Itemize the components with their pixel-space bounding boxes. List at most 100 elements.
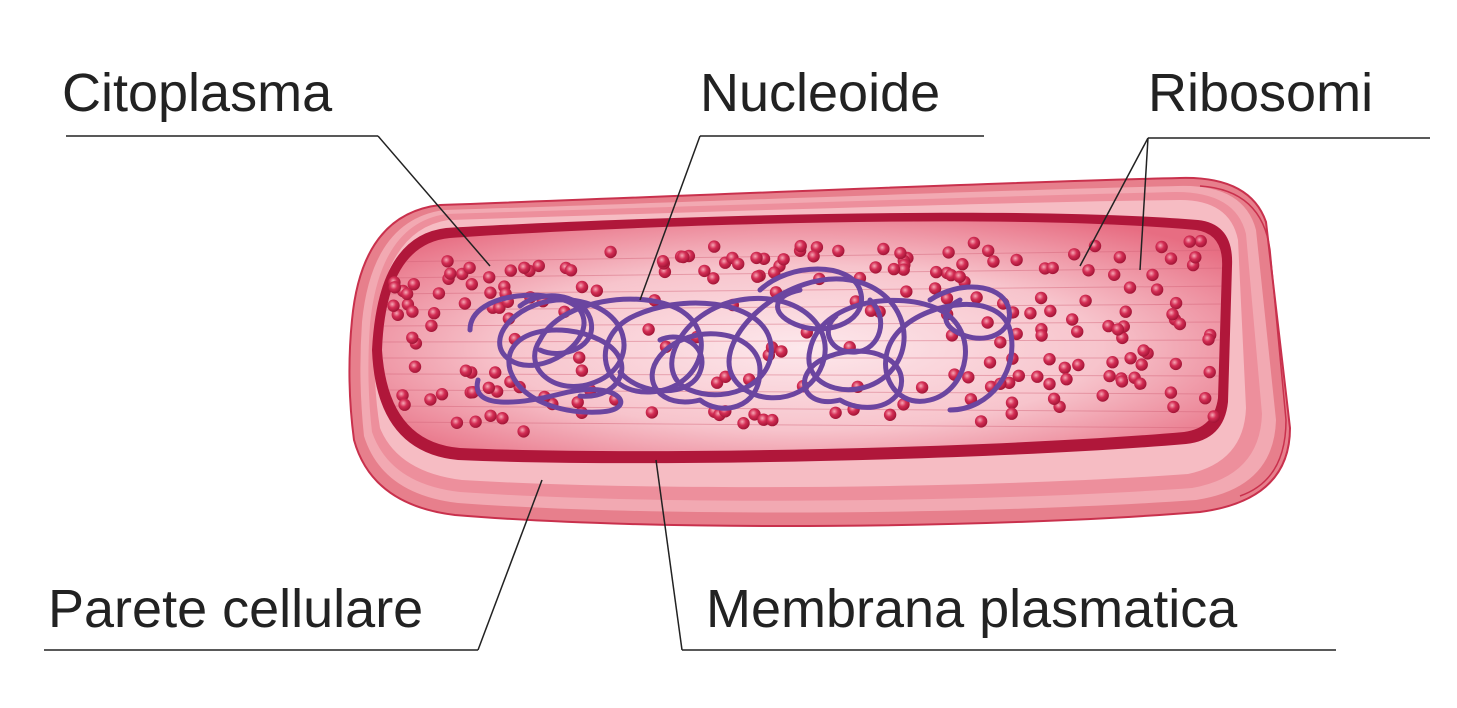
ribosome [970,291,983,304]
ribosome [1005,407,1018,420]
ribosome [1169,357,1183,371]
ribosome [425,319,438,332]
ribosome [981,316,994,329]
ribosome [1071,325,1084,338]
ribosome [1119,305,1132,318]
ribosome [940,292,954,305]
ribosome [532,259,545,273]
ribosome [469,415,482,428]
ribosome [1169,296,1183,310]
ribosome [869,261,882,274]
ribosome [1072,358,1085,372]
ribosome [757,413,770,426]
ribosome [604,245,617,259]
ribosome [1155,240,1168,254]
ribosome [1066,313,1079,326]
ribosome [751,270,764,283]
ribosome [1031,370,1044,383]
ribosome [398,398,411,411]
ribosome [677,250,690,264]
ribosome [432,287,446,300]
ribosome [1199,392,1212,405]
ribosome [518,261,531,274]
ribosome [1115,375,1129,388]
ribosome [748,408,761,421]
ribosome [883,408,897,421]
ribosome [1060,373,1073,386]
nucleoid-strand-7 [517,293,595,356]
ribosome [444,267,457,280]
cell-wall-pointer [477,479,543,651]
ribosome [575,364,589,377]
ribosome [1113,251,1127,264]
ribosome [983,356,997,369]
ribosome [571,396,584,409]
ribosome [974,415,988,428]
ribosome [894,246,907,260]
nucleoid-strand-6 [927,284,1012,341]
ribosome [458,297,472,310]
ribosome [450,416,464,429]
ribosome [832,244,845,258]
ribosome [708,240,721,253]
ribosome [1046,261,1059,275]
ribosome [1106,356,1119,369]
ribosome [987,255,1000,268]
ribosome [435,388,449,401]
ribosome [1102,319,1115,333]
ribosome [930,265,943,279]
ribosome [517,425,530,438]
nucleoid-strand-4 [757,266,865,332]
ribosome [489,366,502,379]
nucleoid [467,266,1015,415]
ribosome [737,417,750,430]
ribosome [408,360,422,373]
ribosome [1167,400,1180,414]
ribosome [387,299,400,312]
ribosome [1164,386,1178,399]
ribosome [915,381,929,394]
ribosome [1203,365,1216,379]
ribosome [1096,389,1109,402]
ribosome [573,351,586,364]
ribosome [962,371,975,384]
ribosome [807,250,820,263]
ribosome [642,323,655,336]
ribosome [967,236,981,250]
ribosome [1183,235,1196,248]
nucleoid-label: Nucleoide [700,63,941,123]
ribosome [928,282,942,295]
ribosome [465,278,478,291]
ribosome [1035,329,1048,342]
nucleoid-pointer [639,135,701,301]
ribosome [1010,253,1023,267]
nucleoid-strand-9 [825,297,884,355]
ribosome [953,270,966,283]
plasma-membrane-pointer [655,459,683,651]
ribosome [982,244,995,257]
ribosome [1068,248,1081,261]
ribosome [777,253,790,266]
plasma-membrane-label: Membrana plasmatica [706,579,1238,639]
ribosome [1123,281,1137,294]
ribosome [407,278,420,291]
ribosome [396,389,409,402]
ribosome [1173,317,1187,331]
ribosome [1044,304,1057,318]
ribosome [424,393,437,406]
ribosome [829,406,842,419]
ribosome [766,413,779,427]
ribosomes [387,234,1220,438]
ribosome [877,242,890,256]
ribosome [1166,308,1179,321]
ribosome [994,336,1007,349]
ribosome [645,406,659,419]
nucleoid-strand-5 [802,348,905,410]
ribosome [1202,333,1215,346]
ribosome [406,331,419,344]
ribosome [1103,369,1116,383]
ribosome [707,272,720,285]
ribosome [1150,283,1164,296]
ribosome [1034,291,1048,305]
ribosome [484,409,497,422]
